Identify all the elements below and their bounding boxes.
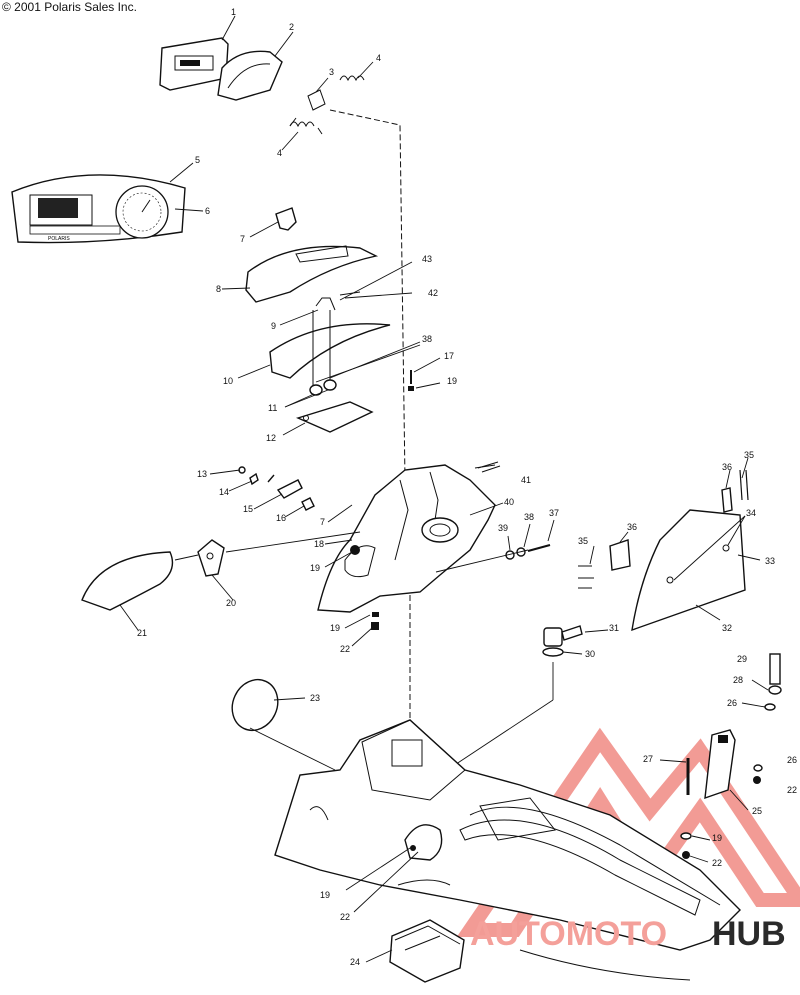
callout-12: 12	[266, 433, 276, 443]
hull-deck	[274, 719, 741, 981]
callout-11: 11	[268, 403, 277, 413]
part-30-fuel-cap	[542, 625, 583, 657]
callout-19: 19	[447, 376, 457, 386]
callout-1: 1	[231, 7, 236, 17]
callout-36: 36	[627, 522, 637, 532]
callout-16: 16	[276, 513, 286, 523]
callout-24: 24	[350, 957, 360, 967]
callout-18: 18	[314, 539, 324, 549]
callout-31: 31	[609, 623, 619, 633]
watermark-word-hub: HUB	[712, 915, 786, 953]
part-23-gasket	[231, 678, 279, 732]
callout-39: 39	[498, 523, 508, 533]
callout-23: 23	[310, 693, 320, 703]
part-20-mirror-mount	[197, 539, 225, 577]
part-32-side-panel	[631, 509, 746, 632]
callout-30: 30	[585, 649, 595, 659]
part-8-upper-cover	[245, 245, 379, 303]
callout-19: 19	[330, 623, 340, 633]
callout-36: 36	[722, 462, 732, 472]
callout-40: 40	[504, 497, 514, 507]
part-3-4-springs	[289, 75, 365, 135]
part-37-39-bolt	[505, 543, 551, 560]
part-40-console	[317, 464, 496, 613]
callout-4: 4	[277, 148, 282, 158]
callout-22: 22	[712, 858, 722, 868]
callout-42: 42	[428, 288, 438, 298]
callout-28: 28	[733, 675, 743, 685]
callout-14: 14	[219, 487, 229, 497]
part-21-mirror	[81, 551, 174, 611]
callout-6: 6	[205, 206, 210, 216]
callout-19: 19	[310, 563, 320, 573]
callout-9: 9	[271, 321, 276, 331]
callout-27: 27	[643, 754, 653, 764]
callout-37: 37	[549, 508, 559, 518]
callout-5: 5	[195, 155, 200, 165]
part-19-22-fasteners	[371, 612, 379, 630]
gauge-brand-text: POLARIS	[48, 236, 70, 242]
callout-26: 26	[787, 755, 797, 765]
callout-26: 26	[727, 698, 737, 708]
callout-10: 10	[223, 376, 233, 386]
part-25-27-bracket	[680, 729, 763, 859]
part-7-knob	[275, 207, 297, 231]
callout-7: 7	[240, 234, 245, 244]
part-13-16-hardware	[238, 466, 315, 511]
part-26-29-post-hardware	[764, 653, 782, 711]
copyright-text: © 2001 Polaris Sales Inc.	[2, 0, 137, 14]
callout-21: 21	[137, 628, 147, 638]
callout-8: 8	[216, 284, 221, 294]
callout-labels: 1 2 3 4 4 5 6 7 8 43 42 9 38 10 17 19 11…	[137, 7, 797, 967]
callout-2: 2	[289, 22, 294, 32]
part-42-43-fasteners	[315, 291, 361, 311]
callout-19: 19	[320, 890, 330, 900]
callout-35: 35	[578, 536, 588, 546]
callout-33: 33	[765, 556, 775, 566]
watermark-word-automoto: AUTOMOTO	[470, 915, 667, 953]
callout-22: 22	[340, 644, 350, 654]
callout-38: 38	[524, 512, 534, 522]
part-2-bezel	[217, 50, 283, 101]
callout-35: 35	[744, 450, 754, 460]
part-10-pad	[269, 323, 391, 379]
callout-17: 17	[444, 351, 454, 361]
part-24-bracket	[389, 919, 465, 983]
part-12-plate	[295, 401, 374, 433]
callout-34: 34	[746, 508, 756, 518]
callout-22: 22	[787, 785, 797, 795]
callout-3: 3	[329, 67, 334, 77]
callout-25: 25	[752, 806, 762, 816]
callout-29: 29	[737, 654, 747, 664]
callout-19: 19	[712, 833, 722, 843]
callout-7: 7	[320, 517, 325, 527]
callout-20: 20	[226, 598, 236, 608]
part-11-nuts	[309, 379, 337, 396]
callout-43: 43	[422, 254, 432, 264]
callout-38: 38	[422, 334, 432, 344]
callout-22: 22	[340, 912, 350, 922]
callout-13: 13	[197, 469, 207, 479]
callout-41: 41	[521, 475, 531, 485]
callout-32: 32	[722, 623, 732, 633]
callout-15: 15	[243, 504, 253, 514]
watermark-text: AUTOMOTO HUB	[470, 915, 786, 953]
part-17-bolt	[408, 370, 414, 391]
part-41-rod	[477, 461, 501, 473]
callout-4: 4	[376, 53, 381, 63]
part-1-cover	[159, 37, 229, 91]
part-5-6-gauge-cluster: POLARIS	[11, 174, 186, 244]
part-35-36-brackets	[578, 469, 749, 589]
